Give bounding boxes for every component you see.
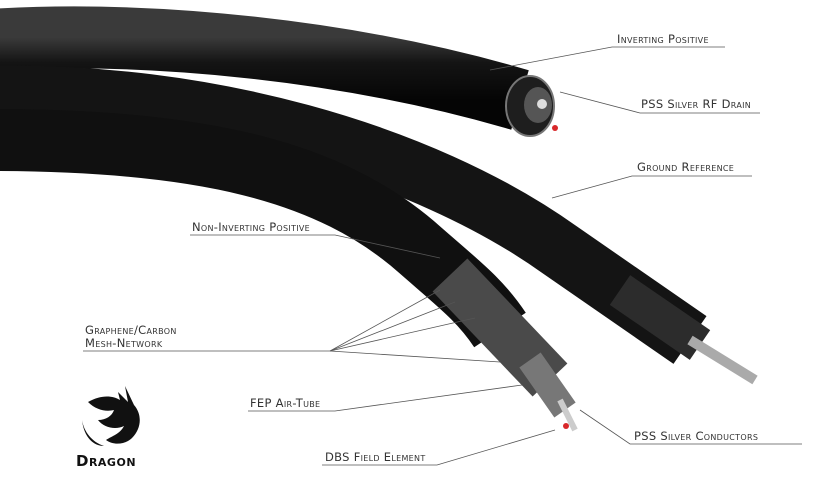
label-mesh-network: Mesh-Network (85, 336, 163, 350)
top-cable (0, 6, 529, 130)
top-cable-red-tip (552, 125, 558, 131)
ground-cable (0, 65, 707, 364)
non-inverting-red-tip (563, 423, 569, 429)
label-pss-silver-conductors: PSS Silver Conductors (634, 429, 759, 443)
label-fep-air-tube: FEP Air-Tube (250, 396, 321, 410)
label-non-inverting-positive: Non-Inverting Positive (192, 220, 311, 234)
non-inverting-conductor (557, 398, 578, 432)
dragon-head-icon (82, 386, 140, 446)
label-inverting-positive: Inverting Positive (617, 32, 709, 46)
label-graphene-carbon: Graphene/Carbon (85, 323, 177, 337)
ground-cable-conductor (687, 335, 758, 385)
label-dbs-field-element: DBS Field Element (325, 450, 426, 464)
ground-cable-inner (609, 275, 711, 360)
leader-lines (83, 46, 802, 466)
label-ground-reference: Ground Reference (637, 160, 735, 174)
logo-text: Dragon (76, 452, 137, 470)
top-cable-conductor (537, 99, 547, 109)
label-pss-silver-rf-drain: PSS Silver RF Drain (641, 97, 752, 111)
